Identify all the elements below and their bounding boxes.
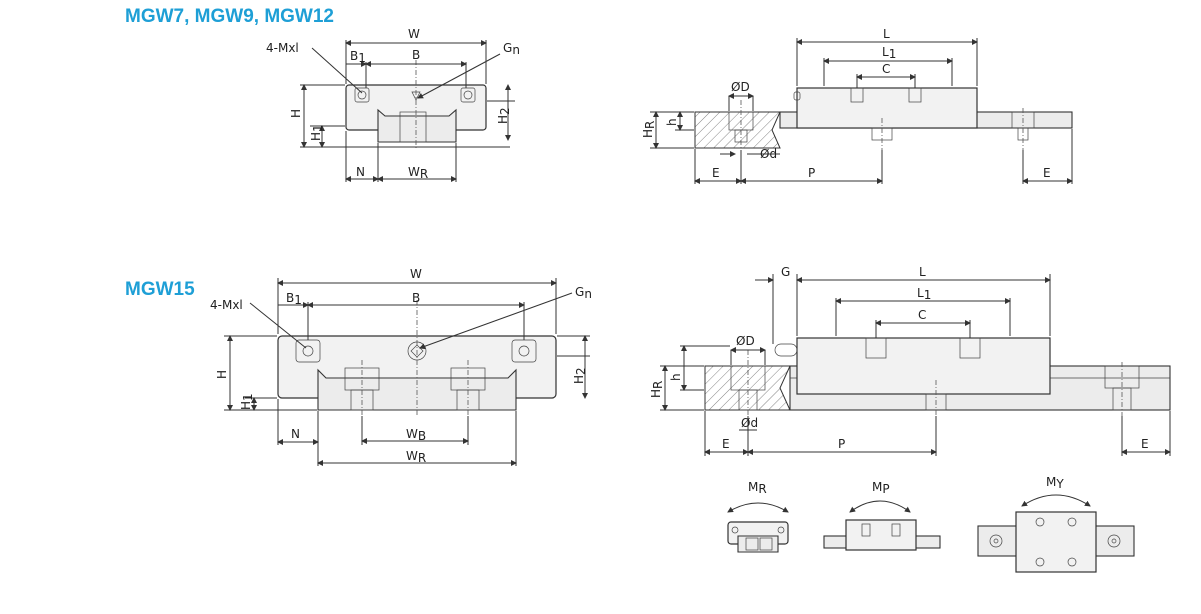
dim-Mxl-top: 4-Mxl [266, 41, 299, 55]
dim-B1-top: B1 [350, 49, 366, 65]
dim-E-left-top: E [712, 166, 720, 180]
dim-L-top: L [883, 27, 890, 41]
dim-Od-top: Ød [760, 147, 777, 161]
dim-B-top: B [412, 48, 420, 62]
dim-Mxl-mgw15: 4-Mxl [210, 298, 243, 312]
dim-B-mgw15: B [412, 291, 420, 305]
dim-H1-top: H1 [309, 124, 325, 141]
dim-H-mgw15: H [215, 370, 229, 379]
dim-HR-top: HR [641, 121, 657, 138]
dim-WB-mgw15: WB [406, 427, 426, 443]
dim-C-top: C [882, 62, 890, 76]
dim-L-mgw15: L [919, 265, 926, 279]
moment-label-my: MY [1046, 475, 1064, 491]
dim-W-top: W [408, 27, 420, 41]
side-view-small [650, 38, 1073, 184]
dim-H-top: H [289, 109, 303, 118]
dim-P-top: P [808, 166, 815, 180]
dim-B1-mgw15: B1 [286, 291, 302, 307]
dim-HR-mgw15: HR [649, 381, 665, 398]
dim-WR-top: WR [408, 165, 428, 181]
dim-N-top: N [356, 165, 365, 179]
dim-OD-mgw15: ØD [736, 334, 755, 348]
dim-E-right-top: E [1043, 166, 1051, 180]
front-view-small [300, 40, 515, 182]
dim-WR-mgw15: WR [406, 449, 426, 465]
dim-OD-top: ØD [731, 80, 750, 94]
section-title-mgw7-9-12: MGW7, MGW9, MGW12 [125, 6, 334, 27]
moment-label-mr: MR [748, 480, 767, 496]
dim-W-mgw15: W [410, 267, 422, 281]
front-view-mgw15 [224, 278, 590, 466]
section-title-mgw15: MGW15 [125, 279, 195, 300]
dim-Gn-top: Gn [503, 41, 520, 57]
dim-N-mgw15: N [291, 427, 300, 441]
dim-L1-top: L1 [882, 45, 896, 61]
dim-G-mgw15: G [781, 265, 790, 279]
dim-P-mgw15: P [838, 437, 845, 451]
dim-H2-mgw15: H2 [572, 367, 588, 384]
moment-diagram-mr [727, 502, 789, 553]
dim-E-left-mgw15: E [722, 437, 730, 451]
dim-Gn-mgw15: Gn [575, 285, 592, 301]
dim-L1-mgw15: L1 [917, 286, 931, 302]
dim-h-top: h [665, 118, 679, 126]
dim-Od-mgw15: Ød [741, 416, 758, 430]
dim-H1-mgw15: H1 [239, 393, 255, 410]
dim-h-mgw15: h [669, 373, 683, 381]
dim-H2-top: H2 [496, 107, 512, 124]
side-view-mgw15 [660, 274, 1171, 456]
moment-diagram-mp [823, 500, 941, 551]
moment-diagram-my [977, 494, 1135, 573]
dim-E-right-mgw15: E [1141, 437, 1149, 451]
moment-label-mp: MP [872, 480, 890, 496]
dim-C-mgw15: C [918, 308, 926, 322]
